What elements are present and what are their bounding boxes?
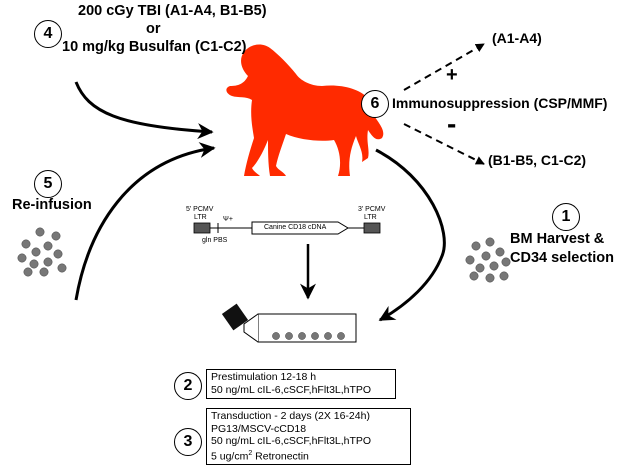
ltr3-line1: 3' PCMV	[358, 206, 386, 213]
cell-dot	[57, 263, 67, 273]
prestimulation-box: Prestimulation 12-18 h 50 ng/mL cIL-6,cS…	[206, 369, 396, 399]
reinfusion-label: Re-infusion	[12, 197, 92, 213]
harvest-line2: CD34 selection	[510, 250, 614, 266]
cell-dot	[501, 257, 511, 267]
immunosuppression-label: Immunosuppression (CSP/MMF)	[392, 95, 608, 111]
flask-cells	[272, 332, 345, 340]
cell-dot	[35, 227, 45, 237]
cell-dot	[465, 255, 475, 265]
transduction-line4: 5 ug/cm2 Retronectin	[211, 449, 309, 463]
cell-dot	[495, 247, 505, 257]
dashed-arrow-up	[403, 43, 485, 91]
cdna-label: Canine CD18 cDNA	[264, 224, 327, 231]
cell-dot	[475, 263, 485, 273]
cell-dot	[31, 247, 41, 257]
plus-sign: +	[446, 64, 458, 86]
transduction-line3: 50 ng/mL cIL-6,cSCF,hFlt3L,hTPO	[211, 435, 372, 448]
cell-dot	[311, 332, 319, 340]
step-1-number: 1	[552, 203, 580, 231]
ltr3-line2: LTR	[364, 214, 377, 221]
cell-dot	[23, 267, 33, 277]
group-a-label: (A1-A4)	[492, 30, 542, 46]
cell-dot	[29, 259, 39, 269]
cell-dot	[298, 332, 306, 340]
prestimulation-line2: 50 ng/mL cIL-6,cSCF,hFlt3L,hTPO	[211, 383, 372, 396]
step-4-or: or	[146, 21, 161, 37]
cell-dot	[21, 239, 31, 249]
ltr5-line2: LTR	[194, 214, 207, 221]
dashed-arrow-down	[403, 123, 485, 165]
step-4-line1: 200 cGy TBI (A1-A4, B1-B5)	[78, 3, 267, 19]
cells-harvest	[465, 237, 511, 283]
step-5-number: 5	[34, 170, 62, 198]
step-4-number: 4	[34, 20, 62, 48]
cell-dot	[337, 332, 345, 340]
cell-dot	[469, 271, 479, 281]
arrow-conditioning	[74, 81, 214, 140]
step-3-number: 3	[174, 428, 202, 456]
arrow-harvest	[375, 148, 446, 322]
cell-dot	[17, 253, 27, 263]
transduction-line1: Transduction - 2 days (2X 16-24h)	[211, 410, 370, 422]
prestimulation-line1: Prestimulation 12-18 h	[211, 371, 317, 383]
arrow-reinfusion	[74, 142, 216, 301]
cell-dot	[51, 231, 61, 241]
harvest-line1: BM Harvest &	[510, 231, 605, 247]
cell-dot	[481, 251, 491, 261]
group-b-label: (B1-B5, C1-C2)	[488, 152, 587, 168]
cell-dot	[499, 271, 509, 281]
cell-dot	[272, 332, 280, 340]
cell-dot	[39, 267, 49, 277]
step-4-line3: 10 mg/kg Busulfan (C1-C2)	[62, 39, 247, 55]
cell-dot	[43, 241, 53, 251]
transduction-line2: PG13/MSCV-cCD18	[211, 422, 307, 435]
cell-dot	[324, 332, 332, 340]
transduction-box: Transduction - 2 days (2X 16-24h) PG13/M…	[206, 408, 411, 465]
pbs-label: gln PBS	[202, 237, 228, 244]
cell-dot	[53, 249, 63, 259]
cells-reinfusion	[17, 227, 67, 277]
cell-dot	[489, 261, 499, 271]
ltr5-line1: 5' PCMV	[186, 206, 214, 213]
cell-dot	[485, 237, 495, 247]
step-6-number: 6	[361, 90, 389, 118]
minus-sign: -	[447, 108, 457, 139]
psi-label: Ψ+	[223, 216, 233, 223]
cell-dot	[471, 241, 481, 251]
cell-dot	[285, 332, 293, 340]
dog-silhouette	[226, 44, 384, 176]
step-2-number: 2	[174, 372, 202, 400]
vector-construct	[193, 221, 381, 235]
cell-dot	[43, 257, 53, 267]
cell-dot	[485, 273, 495, 283]
